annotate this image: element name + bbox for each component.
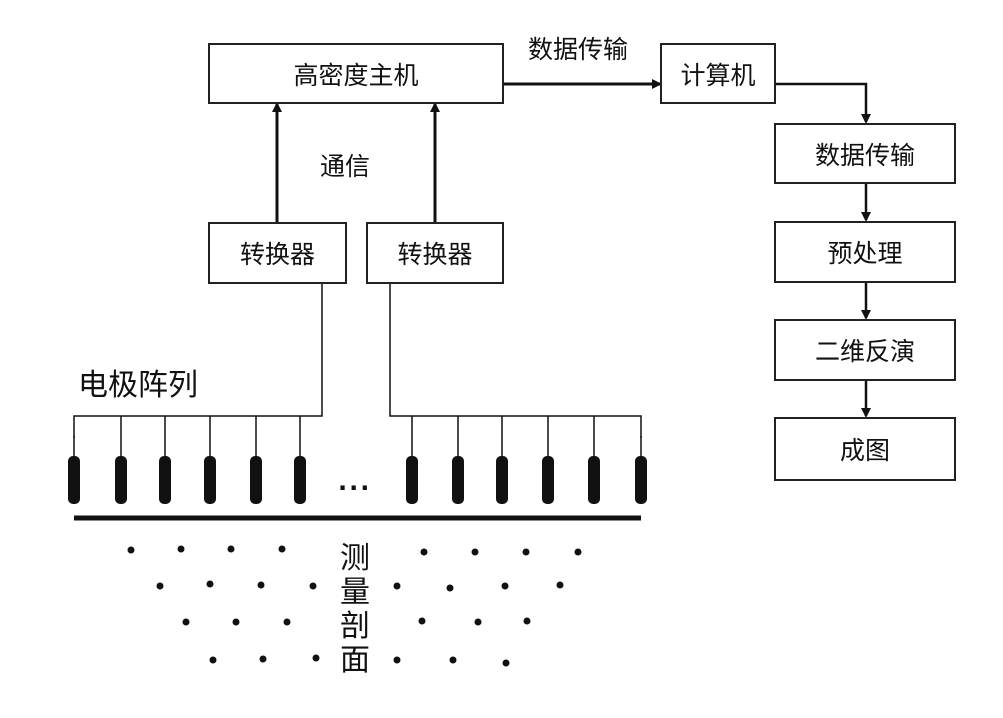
- host-box: 高密度主机: [208, 43, 504, 104]
- flow-step-map-label: 成图: [839, 436, 890, 465]
- computer-label: 计算机: [680, 60, 756, 90]
- computer-box: 计算机: [660, 43, 776, 104]
- profile-char-2: 量: [340, 575, 370, 610]
- wire-right-converter: [389, 283, 642, 438]
- measurement-points: [127, 545, 582, 667]
- transfer-label-top: 数据传输: [528, 35, 629, 64]
- flow-step-inversion: 二维反演: [774, 319, 956, 381]
- flow-step-transfer: 数据传输: [774, 123, 956, 184]
- electrodes: [68, 456, 647, 504]
- profile-label: 测 量 剖 面: [338, 542, 372, 678]
- electrode-group-right: [411, 416, 642, 458]
- flow-step-transfer-label: 数据传输: [814, 140, 915, 170]
- arrow-computer-to-transfer: [775, 82, 871, 124]
- wire-left-converter: [73, 283, 323, 438]
- converter-left-label: 转换器: [239, 240, 315, 269]
- profile-char-4: 面: [340, 643, 370, 678]
- converter-right-label: 转换器: [397, 240, 473, 269]
- flow-step-inversion-label: 二维反演: [814, 337, 915, 366]
- electrode-group-left: [73, 416, 301, 458]
- flow-step-map: 成图: [774, 417, 956, 481]
- profile-char-1: 测: [340, 541, 370, 576]
- profile-char-3: 剖: [340, 609, 370, 644]
- communication-label: 通信: [320, 152, 371, 181]
- converter-right-box: 转换器: [366, 222, 504, 284]
- electrode-array-label: 电极阵列: [78, 368, 198, 403]
- converter-left-box: 转换器: [208, 222, 347, 284]
- flow-step-preprocess-label: 预处理: [827, 239, 903, 268]
- flow-step-preprocess: 预处理: [774, 221, 956, 283]
- host-label: 高密度主机: [293, 60, 419, 90]
- ellipsis-label: ...: [338, 468, 372, 496]
